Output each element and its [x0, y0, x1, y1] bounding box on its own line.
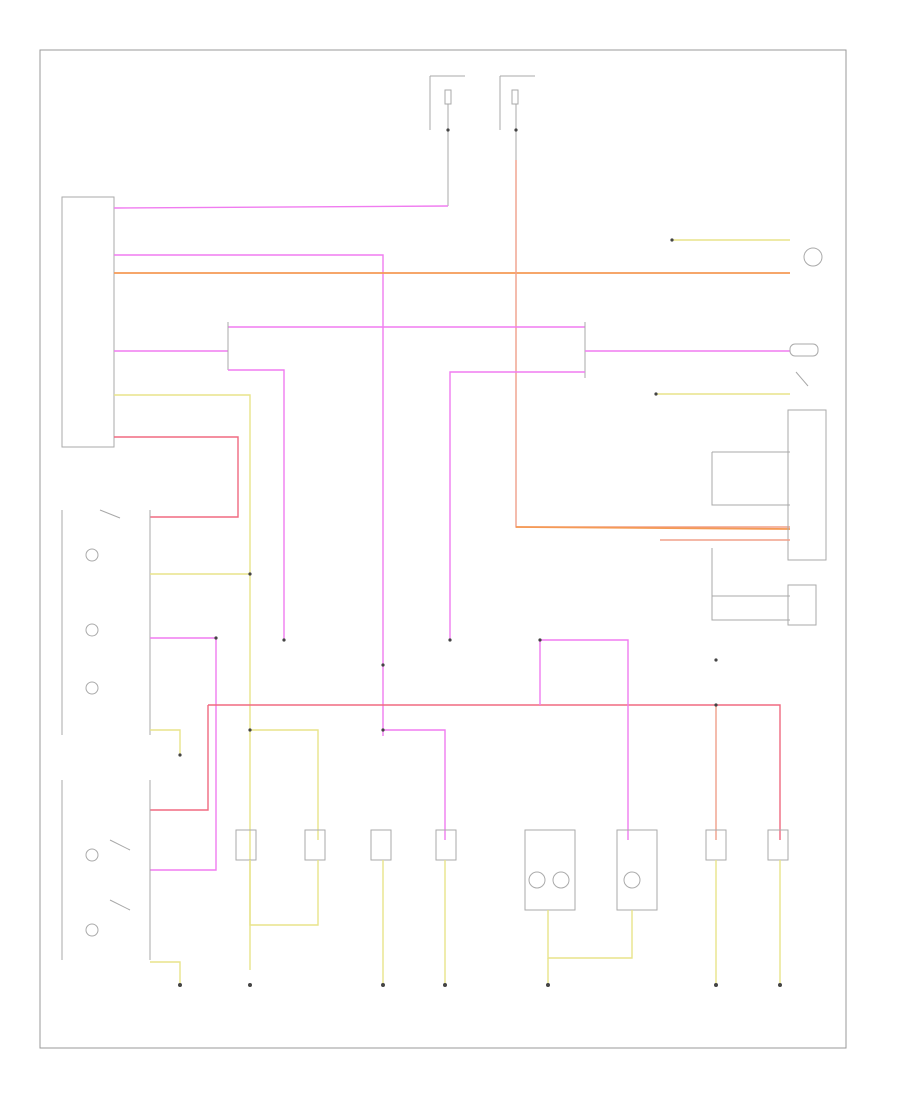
- pink-wire-right-down: [449, 371, 585, 640]
- pink-wire-top: [113, 205, 449, 209]
- fuse-block: [429, 75, 535, 206]
- yellow-wire: [114, 394, 251, 970]
- pink-wire-left-down: [228, 369, 285, 640]
- red-bus: [208, 704, 781, 840]
- lamp-icon: [789, 343, 819, 357]
- diagram-frame: [39, 49, 847, 1049]
- switch-panel-upper: [61, 509, 151, 735]
- orange-wire-lower: [515, 526, 791, 530]
- right-module: [711, 409, 827, 626]
- pink-wire-255: [114, 254, 384, 736]
- red-wire-left: [114, 436, 239, 518]
- lamp-icon: [803, 247, 823, 267]
- lamp-modules: [235, 829, 789, 911]
- red-wire-vertical: [515, 160, 790, 528]
- switch-panel-lower: [61, 780, 151, 960]
- ground-icon: [178, 983, 782, 987]
- control-module: [61, 196, 115, 448]
- junction-nodes: [178, 128, 718, 757]
